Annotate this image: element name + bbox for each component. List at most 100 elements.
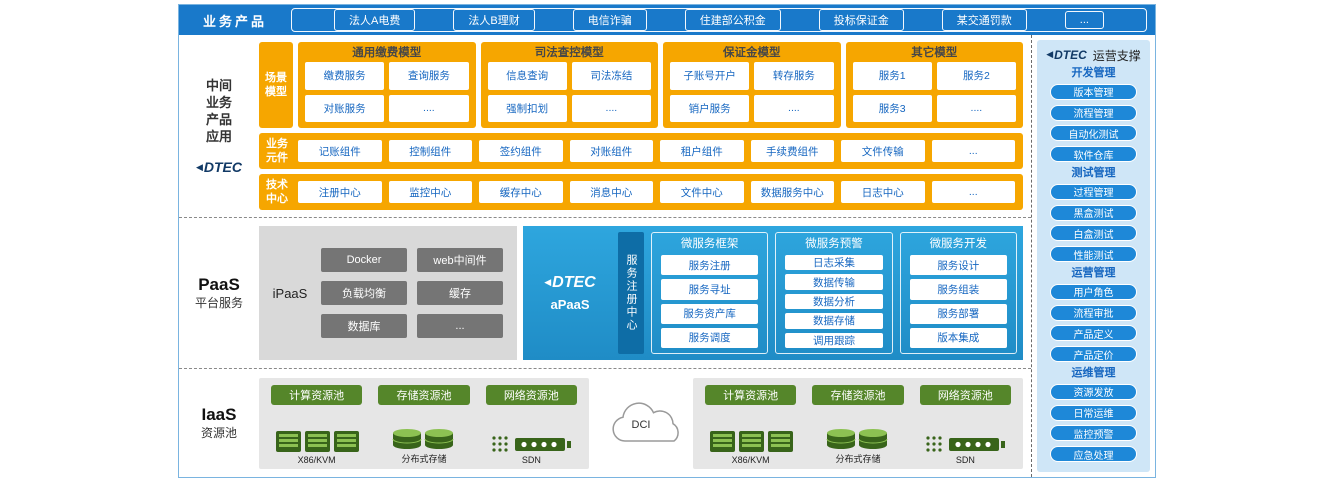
scene-service-chip: .... <box>936 94 1016 122</box>
sidebar-header: ◀DTEC 运营支撑 <box>1043 44 1144 66</box>
sidebar-item-chip: 用户角色 <box>1050 283 1137 300</box>
ms-column-items: 服务注册服务寻址服务资产库服务调度 <box>661 253 759 348</box>
ms-column-title: 微服务预警 <box>805 238 863 250</box>
paas-section-label: PaaS 平台服务 <box>179 218 259 368</box>
scene-service-chip: 服务3 <box>852 94 932 122</box>
sidebar-item-chip: 产品定义 <box>1050 325 1137 342</box>
sidebar-group-title: 运维管理 <box>1071 367 1116 379</box>
dtec-logo: ◀DTEC <box>544 274 595 292</box>
sidebar-group-items: 用户角色流程审批产品定义产品定价 <box>1043 281 1144 366</box>
hardware-row: X86/KVM 分布式存储 <box>271 410 577 465</box>
operations-panel: ◀DTEC 运营支撑 开发管理 版本管理流程管理自动化测试软件仓库 测试管理 过… <box>1037 40 1150 472</box>
product-chip: ... <box>1064 11 1104 29</box>
scene-model-row: 场景 模型 通用缴费模型 缴费服务查询服务对账服务.... 司法查控模型 信息查… <box>259 42 1023 128</box>
product-chip: 投标保证金 <box>818 9 904 31</box>
sidebar-item-chip: 过程管理 <box>1050 183 1137 200</box>
sdn-switch-icon <box>492 436 572 452</box>
business-component-chip: 签约组件 <box>479 140 563 162</box>
dtec-triangle-icon: ◀ <box>1046 49 1054 59</box>
scene-service-chip: 子账号开户 <box>670 62 750 90</box>
paas-sublabel: 平台服务 <box>194 296 243 310</box>
scene-service-chip: .... <box>754 94 834 122</box>
scene-service-chip: 查询服务 <box>389 62 469 90</box>
ms-service-chip: 服务注册 <box>661 255 759 276</box>
business-component-chip: 手续费组件 <box>750 140 834 162</box>
ipaas-chip: 缓存 <box>417 281 503 305</box>
scene-service-chip: 缴费服务 <box>305 62 385 90</box>
strip-label-line: 技术 <box>266 179 288 191</box>
resource-pool-chip: 计算资源池 <box>271 385 363 405</box>
ms-service-chip: 版本集成 <box>909 327 1007 348</box>
resource-pool-chip: 存储资源池 <box>378 385 470 405</box>
iaas-label: IaaS <box>201 405 237 424</box>
sidebar-item-chip: 流程管理 <box>1050 104 1137 121</box>
ms-service-chip: 服务部署 <box>909 303 1007 324</box>
iaas-sublabel: 资源池 <box>200 426 237 440</box>
hw-label: SDN <box>955 455 975 465</box>
resource-pool-chip: 网络资源池 <box>919 385 1011 405</box>
hw-network: SDN <box>486 410 577 465</box>
iaas-section-label: IaaS 资源池 <box>179 369 259 477</box>
sidebar-group-items: 资源发放日常运维监控预警应急处理 <box>1043 381 1144 466</box>
hw-storage: 分布式存储 <box>378 410 469 465</box>
ipaas-label: iPaaS <box>272 285 308 301</box>
resource-cluster-1: 计算资源池存储资源池网络资源池 X86/KVM <box>259 378 589 469</box>
tech-center-chip: 消息中心 <box>569 181 653 203</box>
product-chip: 住建部公积金 <box>684 9 781 31</box>
sidebar-group-title: 测试管理 <box>1071 167 1116 179</box>
sidebar-item-chip: 黑盒测试 <box>1050 204 1137 221</box>
microservice-alert-column: 微服务预警 日志采集数据传输数据分析数据存储调用跟踪 <box>775 232 893 354</box>
business-components-label: 业务 元件 <box>263 137 291 165</box>
sidebar-item-chip: 软件仓库 <box>1050 146 1137 163</box>
hardware-row: X86/KVM 分布式存储 <box>705 410 1011 465</box>
scene-group-title: 通用缴费模型 <box>352 47 422 59</box>
scene-service-chip: 转存服务 <box>754 62 834 90</box>
hw-network: SDN <box>920 410 1011 465</box>
sidebar-item-chip: 性能测试 <box>1050 246 1137 263</box>
business-component-chip: ... <box>931 140 1015 162</box>
tech-center-chip: 数据服务中心 <box>750 181 834 203</box>
dtec-logo-text: DTEC <box>1054 48 1087 62</box>
ms-service-chip: 调用跟踪 <box>785 332 883 349</box>
storage-disks-icon <box>392 429 454 449</box>
scene-group-judicial: 司法查控模型 信息查询司法冻结强制扣划.... <box>480 42 658 128</box>
strip-label-line: 中心 <box>266 193 288 205</box>
middle-label-line: 应用 <box>205 129 232 144</box>
ms-service-chip: 服务资产库 <box>661 303 759 324</box>
sidebar-item-chip: 自动化测试 <box>1050 125 1137 142</box>
sidebar-group-items: 版本管理流程管理自动化测试软件仓库 <box>1043 81 1144 166</box>
tech-center-chip: 缓存中心 <box>479 181 563 203</box>
pool-row: 计算资源池存储资源池网络资源池 <box>705 385 1011 405</box>
business-component-chip: 控制组件 <box>388 140 472 162</box>
sdn-switch-icon <box>926 436 1006 452</box>
tech-center-strip: 技术 中心 注册中心监控中心缓存中心消息中心文件中心数据服务中心日志中心... <box>259 174 1023 210</box>
tech-center-items: 注册中心监控中心缓存中心消息中心文件中心数据服务中心日志中心... <box>298 181 1015 203</box>
dci-label: DCI <box>631 418 651 431</box>
server-rack-icon <box>709 431 793 452</box>
scene-group-items: 子账号开户转存服务销户服务.... <box>670 62 834 122</box>
sidebar-group-title: 开发管理 <box>1071 67 1116 79</box>
scene-group-title: 保证金模型 <box>723 47 781 59</box>
product-chip: 法人B理财 <box>453 9 535 31</box>
middle-section-label: 中间 业务 产品 应用 ◀DTEC <box>179 35 259 217</box>
scene-service-chip: 对账服务 <box>305 94 385 122</box>
sidebar-title: 运营支撑 <box>1092 48 1141 63</box>
hw-storage: 分布式存储 <box>812 410 903 465</box>
tech-center-chip: ... <box>931 181 1015 203</box>
resource-pool-chip: 计算资源池 <box>705 385 797 405</box>
operations-sidebar: ◀DTEC 运营支撑 开发管理 版本管理流程管理自动化测试软件仓库 测试管理 过… <box>1031 35 1155 477</box>
scene-group-title: 司法查控模型 <box>534 47 604 59</box>
dtec-logo: ◀DTEC <box>1046 48 1087 62</box>
ms-service-chip: 数据传输 <box>785 274 883 290</box>
scene-tab-line: 场景 <box>265 72 287 84</box>
tech-center-label: 技术 中心 <box>263 178 291 206</box>
resource-pool-chip: 网络资源池 <box>485 385 577 405</box>
paas-label: PaaS <box>198 275 240 294</box>
business-component-chip: 对账组件 <box>569 140 653 162</box>
dtec-logo-text: DTEC <box>552 274 596 291</box>
sidebar-group-operation: 运营管理 用户角色流程审批产品定义产品定价 <box>1043 266 1144 366</box>
scene-group-title: 其它模型 <box>911 47 958 59</box>
ms-column-items: 日志采集数据传输数据分析数据存储调用跟踪 <box>785 253 883 349</box>
